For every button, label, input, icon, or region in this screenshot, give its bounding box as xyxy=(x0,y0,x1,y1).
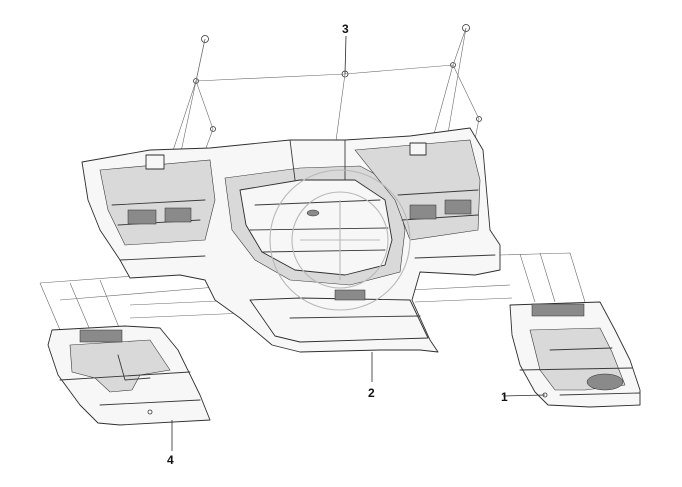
main-floor-carpet xyxy=(81,127,501,353)
callout-2: 2 xyxy=(368,386,375,400)
watermark-logo xyxy=(269,169,411,311)
callout-4: 4 xyxy=(167,453,174,467)
front-left-floor-mat xyxy=(47,325,211,426)
fasteners-3 xyxy=(193,24,482,132)
callout-leaders xyxy=(171,35,546,451)
front-right-floor-mat xyxy=(509,301,641,408)
callout-3: 3 xyxy=(342,22,349,36)
callout-1: 1 xyxy=(501,390,508,404)
